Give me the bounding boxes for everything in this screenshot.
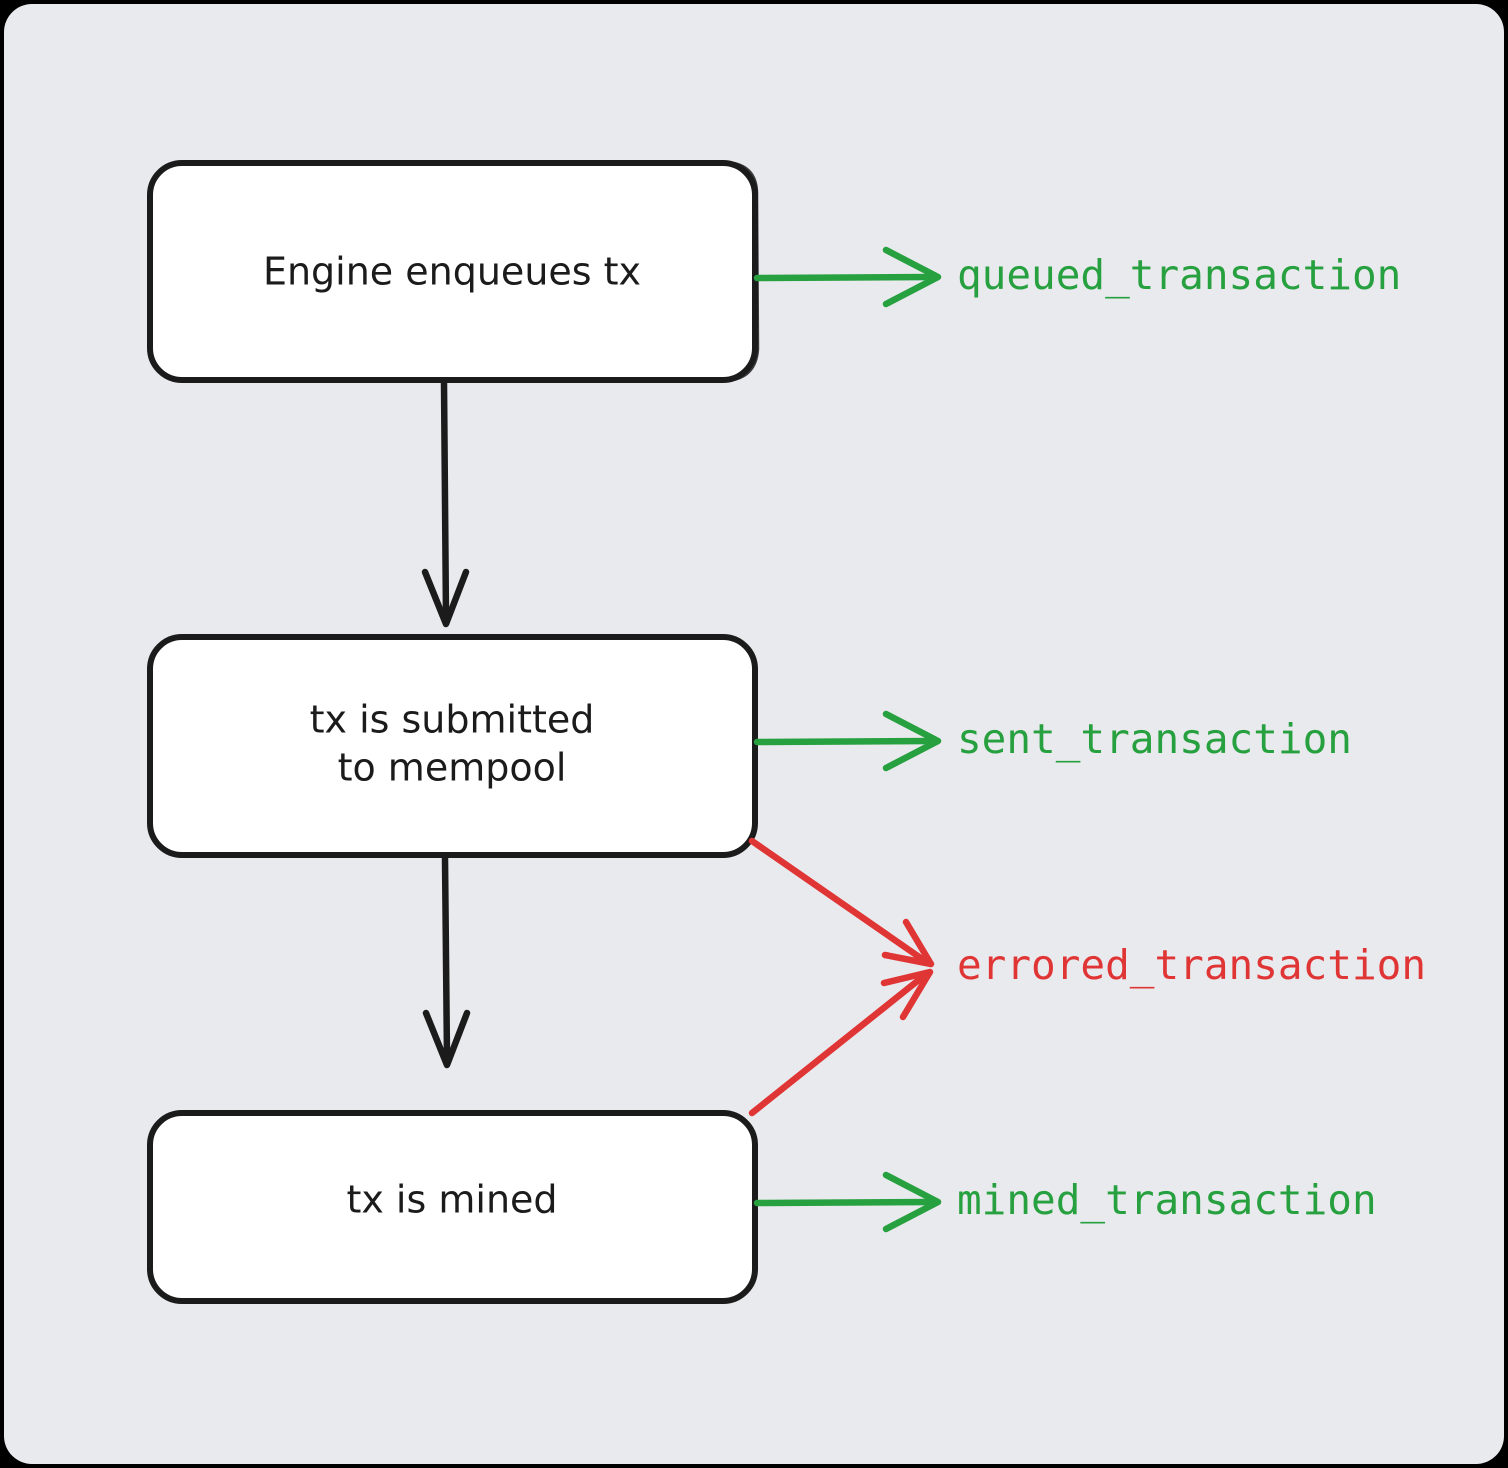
event-arrow-line [748, 837, 929, 965]
event-arrow-mined-transaction [753, 1171, 942, 1233]
event-arrow-head [882, 1171, 942, 1233]
flow-arrow-line [440, 379, 450, 622]
event-arrow-head [882, 710, 942, 772]
event-arrow-line [753, 1198, 937, 1207]
event-label-mined-transaction: mined_transaction [957, 1176, 1377, 1224]
event-arrow-line [753, 273, 937, 282]
event-label-errored-transaction: errored_transaction [957, 941, 1426, 989]
event-arrow-line [748, 971, 929, 1117]
event-arrow-errored-from-mined [748, 968, 934, 1117]
node-label-submit-line2: to mempool [338, 746, 567, 790]
event-arrow-head [882, 246, 942, 308]
node-label-enqueue: Engine enqueues tx [263, 250, 641, 294]
event-arrow-queued-transaction [753, 246, 942, 308]
node-label-submit-line1: tx is submitted [310, 698, 595, 742]
node-shape [147, 634, 758, 858]
node-shape [147, 160, 758, 383]
event-arrow-head [881, 918, 935, 968]
node-tx-is-mined[interactable]: tx is mined [147, 1110, 758, 1304]
event-arrow-line [753, 737, 937, 746]
node-shape [147, 1110, 758, 1304]
event-arrow-errored-from-submit [748, 837, 935, 968]
flow-arrow-submit-to-mined [422, 854, 471, 1069]
event-arrow-sent-transaction [753, 710, 942, 772]
node-tx-is-submitted-to-mempool[interactable]: tx is submitted to mempool [147, 634, 758, 858]
node-engine-enqueues-tx[interactable]: Engine enqueues tx [147, 160, 760, 383]
flow-arrow-head [421, 568, 470, 628]
event-label-queued-transaction: queued_transaction [957, 251, 1401, 299]
event-arrow-head [880, 968, 934, 1021]
node-label-mined: tx is mined [346, 1178, 557, 1222]
flow-arrow-line [441, 854, 451, 1062]
flow-arrow-enqueue-to-submit [421, 379, 470, 628]
event-label-sent-transaction: sent_transaction [957, 715, 1352, 763]
flow-arrow-head [422, 1009, 471, 1069]
